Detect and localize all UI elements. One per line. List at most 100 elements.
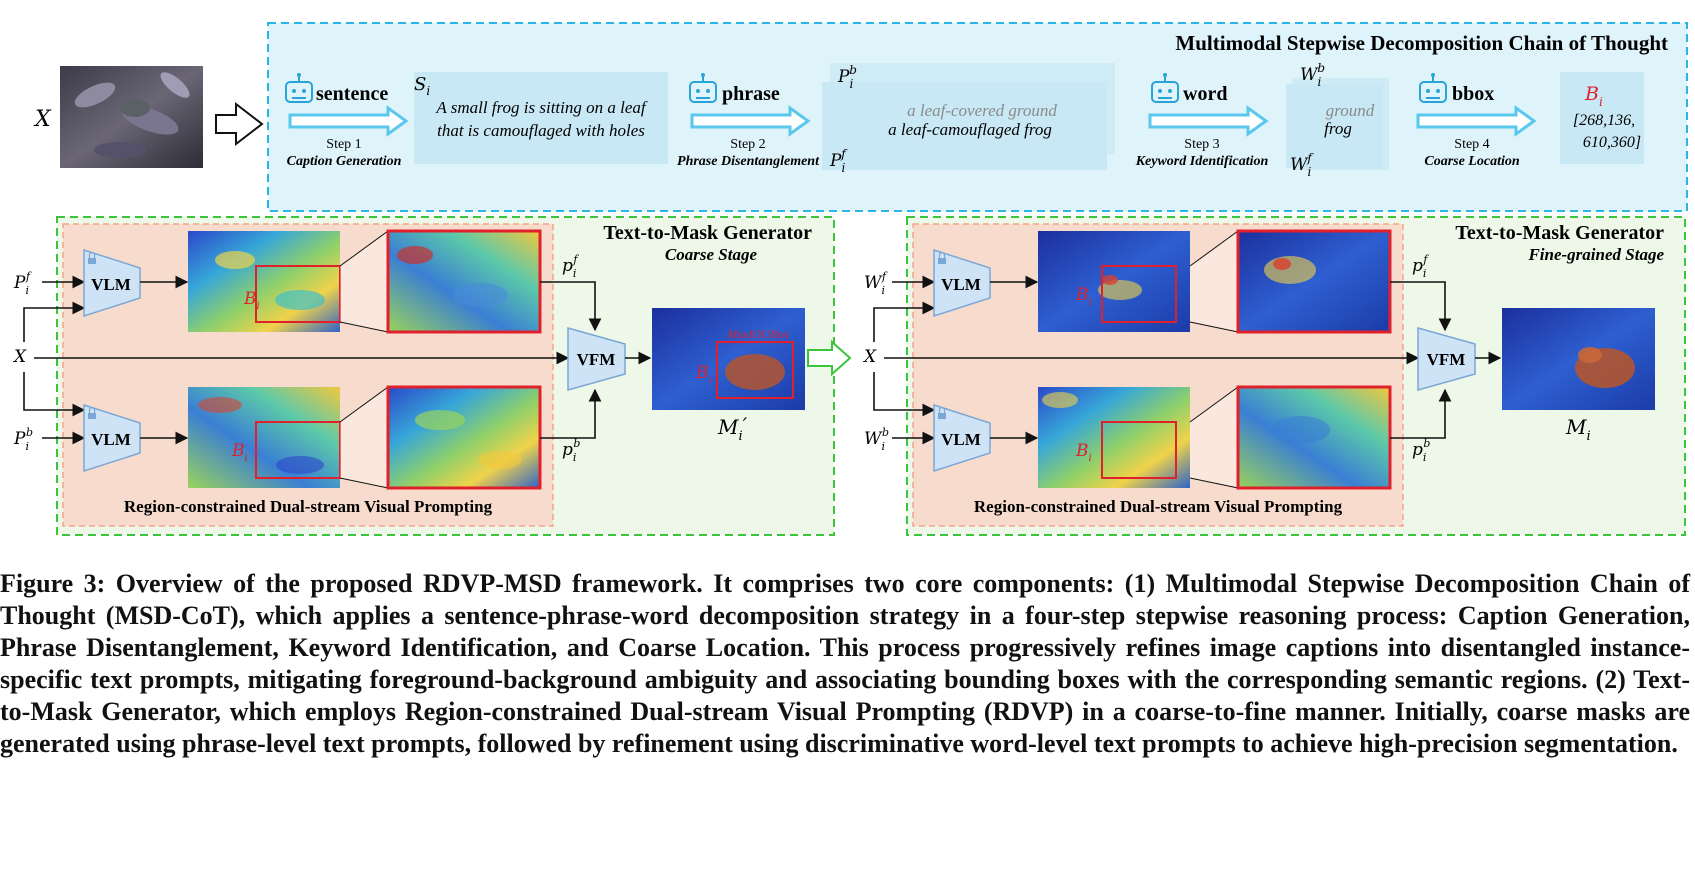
stage-transition-arrow	[807, 339, 852, 377]
word-bg-symbol: Wib	[1300, 61, 1325, 89]
foreground-prompt: pif	[1412, 253, 1429, 280]
phrase-output: Pib Pif a leaf-covered ground a leaf-cam…	[822, 63, 1115, 175]
background-prompt-label: Pib	[13, 426, 33, 453]
background-prompt: pib	[1412, 437, 1430, 464]
input-x-label: X	[33, 107, 52, 132]
heatmap-foreground: Bi	[1038, 231, 1190, 332]
svg-text:VLM: VLM	[91, 275, 131, 294]
step-keyword: phrase	[722, 83, 780, 105]
framework-diagram: X Multimodal Stepwise Decomposition Chai…	[12, 22, 1688, 536]
step-arrow	[1416, 105, 1537, 137]
heatmap-background: Bi	[1038, 387, 1190, 488]
phrase-foreground: a leaf-camouflaged frog	[888, 120, 1052, 139]
generator-title: Text-to-Mask Generator	[603, 222, 812, 244]
bbox-label: Bi	[243, 289, 260, 312]
step-keyword: sentence	[316, 83, 388, 105]
background-prompt: pib	[562, 437, 580, 464]
foreground-prompt: pif	[562, 253, 579, 280]
robot-icon	[285, 73, 313, 103]
cot-title: Multimodal Stepwise Decomposition Chain …	[1175, 31, 1668, 55]
heatmap-foreground-zoom	[386, 229, 542, 334]
step-number: Step 2	[730, 137, 765, 152]
bbox-label: Bi	[695, 363, 712, 386]
vlm-module-top: VLM	[933, 248, 991, 318]
sentence-line-2: that is camouflaged with holes	[437, 121, 645, 140]
bbox-rect	[1101, 265, 1177, 323]
background-prompt-label: Wib	[864, 426, 889, 453]
generator-coarse: Text-to-Mask Generator Coarse Stage Regi…	[12, 216, 835, 536]
bbox-rect	[255, 265, 341, 323]
generator-fine: Text-to-Mask Generator Fine-grained Stag…	[862, 216, 1686, 536]
step-2: phrase Step 2 Phrase Disentanglement	[677, 73, 820, 169]
vlm-module-top: VLM	[83, 248, 141, 318]
region-label: Region-constrained Dual-stream Visual Pr…	[974, 497, 1343, 516]
svg-text:VFM: VFM	[577, 350, 616, 369]
generator-stage: Coarse Stage	[665, 245, 758, 264]
word-foreground: frog	[1324, 119, 1352, 138]
figure-caption: Figure 3: Overview of the proposed RDVP-…	[0, 569, 1690, 758]
miou-box-label: MaxIOUBox	[726, 327, 789, 341]
heatmap-background-zoom	[1236, 385, 1392, 490]
sentence-output: Si A small frog is sitting on a leaf tha…	[414, 72, 668, 164]
bbox-label: Bi	[1075, 441, 1092, 464]
robot-icon	[1419, 73, 1447, 103]
svg-text:VLM: VLM	[91, 430, 131, 449]
generator-stage: Fine-grained Stage	[1527, 245, 1664, 264]
heatmap-foreground-zoom	[1236, 229, 1392, 334]
bbox-label: Bi	[1075, 285, 1092, 308]
bbox-values-1: [268,136,	[1573, 112, 1635, 129]
step-name: Keyword Identification	[1135, 154, 1269, 169]
step-arrow	[1148, 105, 1269, 137]
step-keyword: word	[1183, 83, 1227, 105]
heatmap-background: Bi	[188, 387, 341, 488]
word-output: Wib Wif ground frog	[1286, 61, 1389, 179]
step-number: Step 3	[1184, 137, 1219, 152]
bbox-rect	[255, 421, 341, 479]
step-number: Step 1	[326, 137, 361, 152]
step-name: Coarse Location	[1424, 154, 1519, 169]
sentence-symbol: Si	[414, 74, 430, 98]
step-arrow	[288, 105, 409, 137]
generator-title: Text-to-Mask Generator	[1455, 222, 1664, 244]
step-name: Caption Generation	[287, 154, 402, 169]
bbox-values-2: 610,360]	[1583, 134, 1641, 151]
foreground-prompt-label: Pif	[13, 270, 32, 297]
phrase-background: a leaf-covered ground	[907, 101, 1057, 120]
word-background: ground	[1326, 101, 1375, 120]
image-x-label: X	[862, 347, 877, 367]
coarse-mask-label: Mi′	[717, 413, 748, 444]
coarse-mask: MaxIOUBox Bi	[652, 308, 805, 410]
phrase-fg-symbol: Pif	[829, 147, 848, 175]
vlm-module-bottom: VLM	[83, 403, 141, 473]
step-keyword: bbox	[1452, 83, 1494, 105]
bbox-symbol: Bi	[1584, 83, 1603, 109]
lock-icon	[938, 406, 946, 419]
robot-icon	[1151, 73, 1179, 103]
word-fg-symbol: Wif	[1290, 151, 1314, 179]
vfm-module: VFM	[567, 327, 626, 391]
step-1: sentence Step 1 Caption Generation	[285, 73, 409, 169]
heatmap-background-zoom	[386, 385, 542, 490]
lock-icon	[88, 406, 96, 419]
vlm-module-bottom: VLM	[933, 403, 991, 473]
foreground-prompt-label: Wif	[864, 270, 888, 297]
image-x-label: X	[12, 347, 27, 367]
step-number: Step 4	[1454, 137, 1489, 152]
robot-icon	[689, 73, 717, 103]
lock-icon	[88, 251, 96, 264]
phrase-bg-symbol: Pib	[837, 63, 857, 91]
bbox-rect	[1101, 421, 1177, 479]
lock-icon	[938, 251, 946, 264]
fine-mask-label: Mi	[1565, 415, 1591, 444]
heatmap-foreground: Bi	[188, 231, 341, 332]
step-4: bbox Step 4 Coarse Location	[1416, 73, 1537, 169]
region-label: Region-constrained Dual-stream Visual Pr…	[124, 497, 493, 516]
svg-text:VLM: VLM	[941, 430, 981, 449]
fine-mask	[1502, 308, 1655, 410]
step-arrow	[690, 105, 811, 137]
bbox-output: Bi [268,136, 610,360]	[1560, 72, 1644, 164]
step-3: word Step 3 Keyword Identification	[1135, 73, 1269, 169]
input-image	[60, 66, 203, 168]
input-hollow-arrow	[215, 101, 264, 147]
vfm-module: VFM	[1417, 327, 1476, 391]
